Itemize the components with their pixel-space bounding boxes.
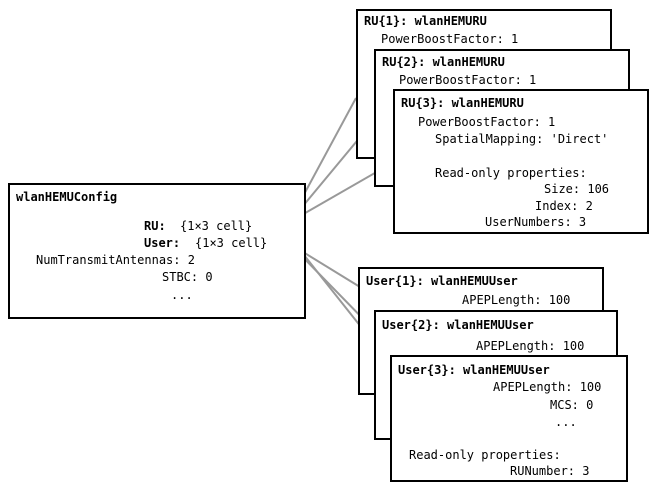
user-label: User: bbox=[144, 236, 181, 250]
ru-box-3-readonly: Read-only properties: bbox=[435, 166, 587, 180]
ru-box-3-power: PowerBoostFactor: 1 bbox=[418, 115, 556, 129]
main-config-box: wlanHEMUConfig RU: {1×3 cell} User: {1×3… bbox=[8, 183, 306, 319]
main-config-title: wlanHEMUConfig bbox=[16, 190, 118, 204]
ru-box-3-mapping: SpatialMapping: 'Direct' bbox=[435, 132, 609, 146]
user-box-3-runumber: RUNumber: 3 bbox=[510, 464, 590, 478]
stbc-value: STBC: 0 bbox=[162, 270, 213, 284]
user-box-2-title: User{2}: wlanHEMUUser bbox=[382, 318, 534, 332]
num-transmit-antennas: NumTransmitAntennas: 2 bbox=[36, 253, 195, 267]
ru-value: {1×3 cell} bbox=[180, 219, 253, 233]
ru-box-1-power: PowerBoostFactor: 1 bbox=[381, 32, 519, 46]
ru-box-3-size: Size: 106 bbox=[544, 182, 610, 196]
user-box-2-apep: APEPLength: 100 bbox=[476, 339, 585, 353]
user-box-3: User{3}: wlanHEMUUser APEPLength: 100 MC… bbox=[390, 355, 628, 482]
user-box-3-title: User{3}: wlanHEMUUser bbox=[398, 363, 550, 377]
ru-box-1-title: RU{1}: wlanHEMURU bbox=[364, 14, 487, 28]
user-box-3-apep: APEPLength: 100 bbox=[493, 380, 602, 394]
main-ellipsis: ... bbox=[171, 288, 193, 302]
ru-box-3-index: Index: 2 bbox=[535, 199, 593, 213]
user-box-3-ellipsis: ... bbox=[555, 415, 577, 429]
user-box-3-mcs: MCS: 0 bbox=[550, 398, 594, 412]
ru-box-2-power: PowerBoostFactor: 1 bbox=[399, 73, 537, 87]
ru-box-3: RU{3}: wlanHEMURU PowerBoostFactor: 1 Sp… bbox=[393, 89, 649, 234]
ru-box-3-title: RU{3}: wlanHEMURU bbox=[401, 96, 524, 110]
ru-box-3-usernumbers: UserNumbers: 3 bbox=[485, 215, 587, 229]
user-box-3-readonly: Read-only properties: bbox=[409, 448, 561, 462]
ru-box-2-title: RU{2}: wlanHEMURU bbox=[382, 55, 505, 69]
user-box-1-apep: APEPLength: 100 bbox=[462, 293, 571, 307]
user-box-1-title: User{1}: wlanHEMUUser bbox=[366, 274, 518, 288]
user-value: {1×3 cell} bbox=[195, 236, 268, 250]
ru-label: RU: bbox=[144, 219, 166, 233]
